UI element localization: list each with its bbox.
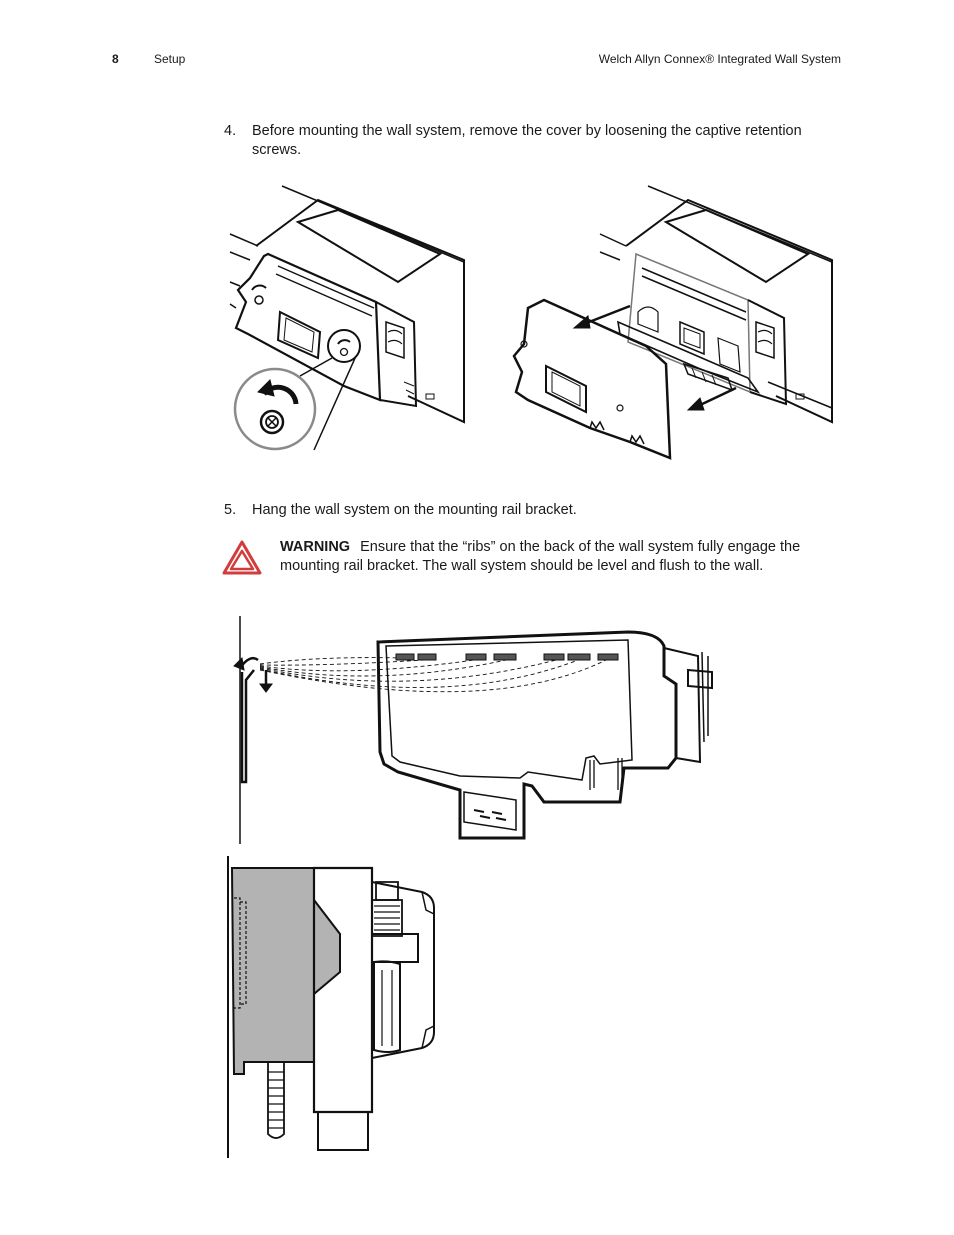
cover-removal-illustration <box>228 182 836 464</box>
step-number: 5. <box>224 502 237 518</box>
hazard-triangle-icon <box>222 540 262 575</box>
step-text: Hang the wall system on the mounting rai… <box>252 502 577 518</box>
warning-label: WARNING <box>280 539 351 555</box>
page-header-left: 8 Setup <box>112 52 185 66</box>
page-number: 8 <box>112 52 119 66</box>
product-title: Welch Allyn Connex® Integrated Wall Syst… <box>598 52 841 66</box>
side-profile-illustration <box>222 852 444 1162</box>
step-number: 4. <box>224 123 237 139</box>
step-4: 4. Before mounting the wall system, remo… <box>224 122 824 160</box>
section-name: Setup <box>154 52 186 66</box>
rail-hanging-illustration <box>228 612 728 850</box>
step-5: 5. Hang the wall system on the mounting … <box>224 501 824 520</box>
warning-text: Ensure that the “ribs” on the back of th… <box>280 539 801 574</box>
step-text: Before mounting the wall system, remove … <box>252 123 802 158</box>
